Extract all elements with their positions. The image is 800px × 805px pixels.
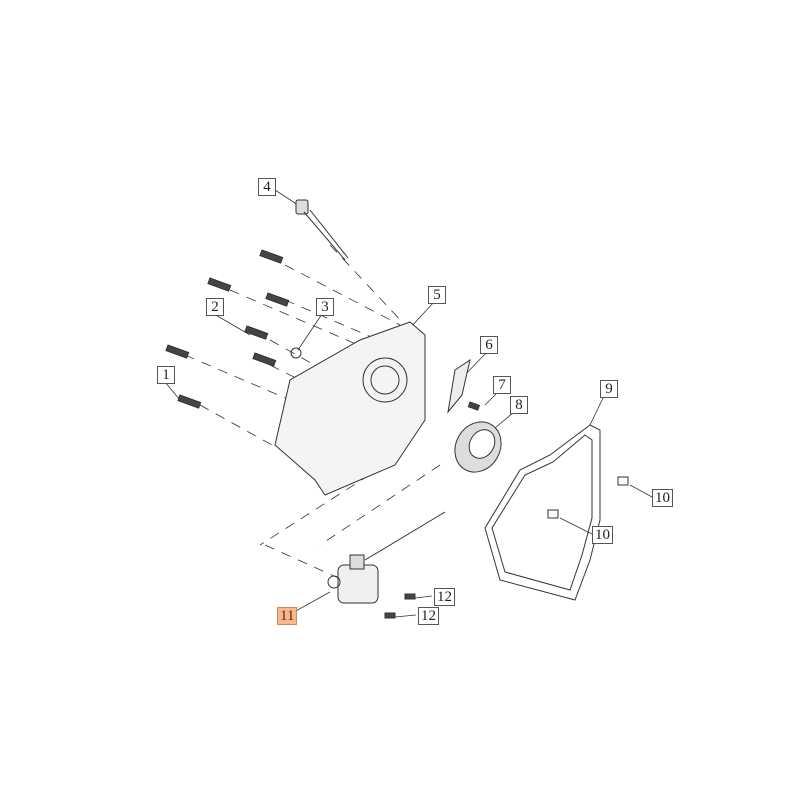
crankcase-cover <box>274 321 426 496</box>
callout-4[interactable]: 4 <box>258 178 276 196</box>
callout-10a[interactable]: 10 <box>652 489 673 507</box>
dowel-pin <box>547 509 559 519</box>
callout-11-highlighted[interactable]: 11 <box>277 607 298 625</box>
callout-3[interactable]: 3 <box>316 298 334 316</box>
callout-12b[interactable]: 12 <box>418 607 439 625</box>
callout-9[interactable]: 9 <box>600 380 618 398</box>
callout-8[interactable]: 8 <box>510 396 528 414</box>
gasket <box>484 424 601 601</box>
callout-7[interactable]: 7 <box>493 376 511 394</box>
callout-12a[interactable]: 12 <box>434 588 455 606</box>
dipstick <box>295 199 349 261</box>
washer <box>290 347 302 359</box>
leader-lines <box>164 187 653 618</box>
callout-6[interactable]: 6 <box>480 336 498 354</box>
breather-plate <box>447 358 471 414</box>
callout-5[interactable]: 5 <box>428 286 446 304</box>
governor-assembly <box>327 511 446 604</box>
dowel-pin <box>617 476 629 486</box>
bearing <box>454 421 502 473</box>
callout-1[interactable]: 1 <box>157 366 175 384</box>
bolts <box>165 249 481 619</box>
callout-10b[interactable]: 10 <box>592 526 613 544</box>
callout-2[interactable]: 2 <box>206 298 224 316</box>
